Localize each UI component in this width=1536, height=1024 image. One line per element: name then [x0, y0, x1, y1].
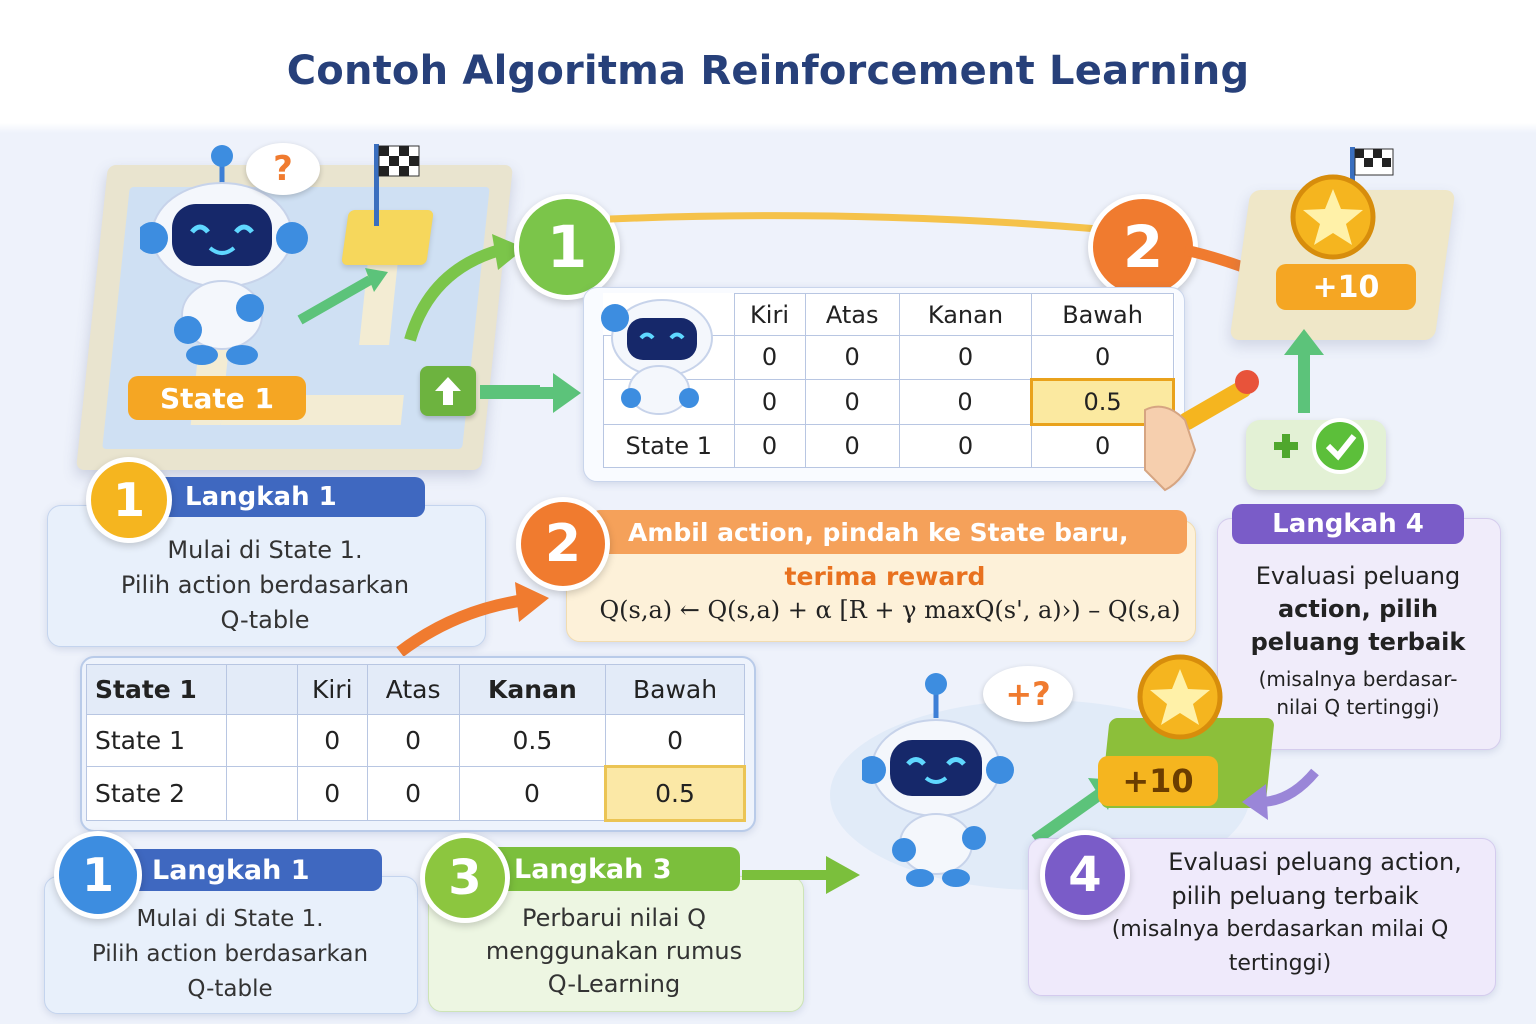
step-3-text: Perbarui nilai Q menggunakan rumus Q-Lea… — [485, 904, 743, 998]
col-kiri: Kiri — [297, 663, 368, 716]
step-1-bottom-number: 1 — [54, 831, 142, 919]
arrow-up-to-reward — [1284, 329, 1324, 413]
step-1-top-badge: Langkah 1 — [150, 477, 425, 517]
step-3-number: 3 — [420, 833, 510, 923]
arrow-to-step2 — [396, 582, 549, 657]
check-icon — [1270, 418, 1380, 482]
step-2-header: Ambil action, pindah ke State baru, — [590, 510, 1187, 554]
table-header-row: State 1 Kiri Atas Kanan Bawah — [86, 663, 745, 716]
table-row: State 2 0 0 0 0.5 — [86, 765, 746, 822]
highlighted-cell: 0.5 — [604, 765, 746, 822]
coin-star-icon — [1288, 172, 1378, 266]
coin-star-icon — [1135, 652, 1225, 746]
col-atas: Atas — [804, 292, 900, 337]
col-bawah: Bawah — [1031, 292, 1174, 337]
q-learning-formula: Q(s,a) ← Q(s,a) + α [R + γ maxQ(s', a)›)… — [599, 596, 1181, 624]
step-1-bottom-badge: Langkah 1 — [120, 849, 382, 891]
step-1-top-marker: 1 — [514, 194, 620, 300]
col-kanan: Kanan — [458, 663, 607, 716]
state-label: State 1 — [128, 376, 306, 420]
arrow-to-table — [480, 373, 581, 413]
bottom-q-table: State 1 Kiri Atas Kanan Bawah State 1 0 … — [86, 663, 746, 822]
arrow-step1-to-step2 — [609, 212, 1099, 233]
col-bawah: Bawah — [605, 663, 745, 716]
thought-bubble: ? — [246, 143, 320, 195]
robot-icon — [597, 290, 727, 424]
header-state: State 1 — [86, 663, 227, 716]
col-atas: Atas — [366, 663, 460, 716]
table-row: State 1 0 0 0.5 0 — [86, 714, 745, 768]
step-4-bottom-number: 4 — [1040, 830, 1130, 920]
step-2-number: 2 — [516, 497, 610, 591]
step-1-top-number: 1 — [86, 457, 172, 543]
thought-bubble: +? — [983, 666, 1073, 722]
page-title: Contoh Algoritma Reinforcement Learning — [286, 48, 1250, 94]
up-arrow-icon — [420, 366, 476, 416]
step-4-bottom-text: Evaluasi peluang action, pilih peluang t… — [1111, 848, 1462, 976]
robot-icon — [136, 140, 315, 374]
flag-icon — [368, 140, 428, 234]
arrow-step3-to-robot — [742, 856, 860, 894]
col-kanan: Kanan — [898, 292, 1033, 337]
step-4-top-text: Evaluasi peluang action, pilih peluang t… — [1250, 562, 1466, 719]
step-2-subtitle: terima reward — [784, 562, 986, 591]
step-4-top-badge: Langkah 4 — [1232, 504, 1464, 544]
arrow-step4-to-reward — [1242, 768, 1319, 820]
flag-icon — [1344, 145, 1404, 209]
step-1-top-text: Mulai di State 1. Pilih action berdasark… — [120, 536, 410, 634]
reward-badge: +10 — [1098, 756, 1218, 806]
pencil-hand-icon — [1135, 370, 1265, 504]
table-row: State 1 0 0 0 0 — [603, 423, 1174, 468]
step-1-bottom-text: Mulai di State 1. Pilih action berdasark… — [91, 906, 369, 1002]
reward-badge: +10 — [1276, 264, 1416, 310]
col-kiri: Kiri — [733, 292, 806, 337]
step-3-badge: Langkah 3 — [470, 847, 740, 891]
robot-icon — [858, 668, 1022, 897]
